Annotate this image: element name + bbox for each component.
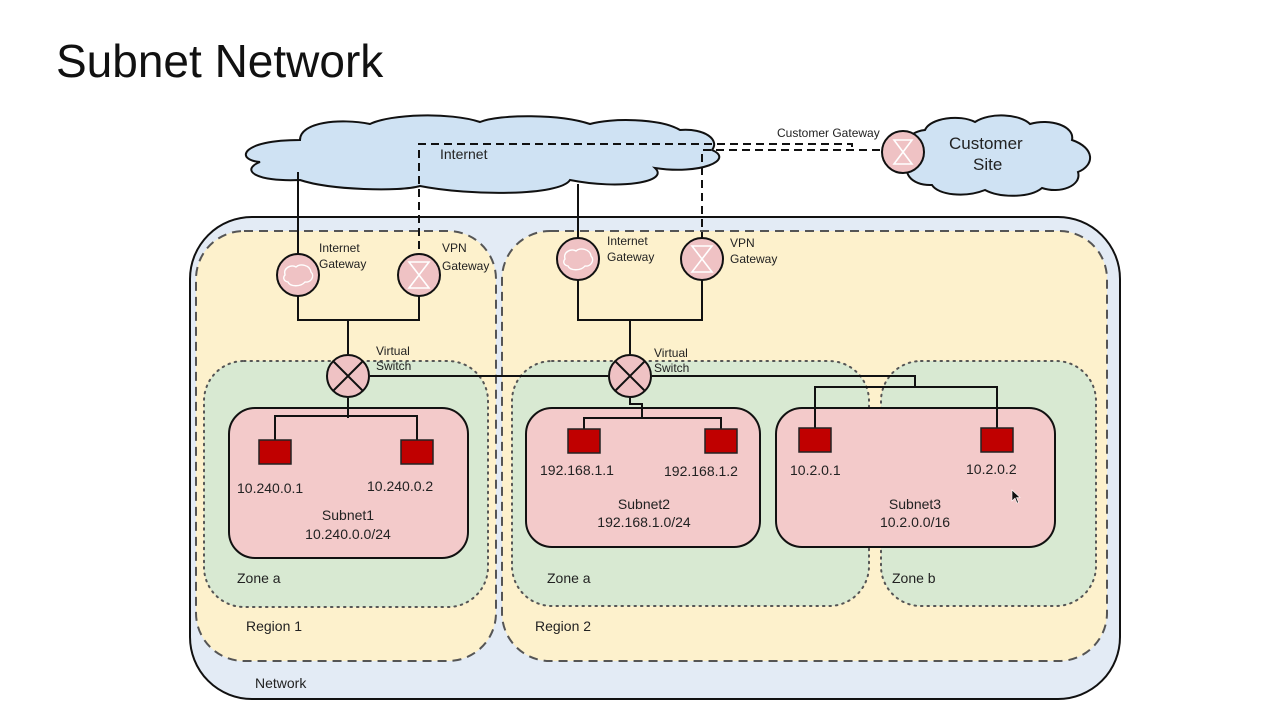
subnet-cidr: 10.2.0.0/16 <box>880 514 950 530</box>
mouse-cursor-icon <box>1011 489 1021 504</box>
host-ip-label: 192.168.1.2 <box>664 463 738 479</box>
region-2-internet-gateway-icon <box>556 237 600 281</box>
region-2-virtual-switch-label-1: Virtual <box>654 346 688 360</box>
region-1-internet-gateway-label-1: Internet <box>319 241 360 255</box>
region-1-vpn-gateway-icon <box>397 253 441 297</box>
host-ip-label: 10.2.0.1 <box>790 462 841 478</box>
internet-cloud-icon <box>244 114 721 194</box>
region-1-virtual-switch-label-2: Switch <box>376 359 411 373</box>
internet-label: Internet <box>440 146 488 162</box>
host-device-icon <box>980 427 1014 453</box>
region-1-vpn-gateway-label-2: Gateway <box>442 259 489 273</box>
subnet-cidr: 192.168.1.0/24 <box>597 514 691 530</box>
host-device-icon <box>400 439 434 465</box>
subnet-name: Subnet3 <box>889 496 941 512</box>
region-2-internet-gateway-label-1: Internet <box>607 234 648 248</box>
vpn-tunnel-lines <box>418 143 880 262</box>
host-device-icon <box>567 428 601 454</box>
region-1-internet-gateway-icon <box>276 253 320 297</box>
region-1-virtual-switch-icon <box>326 354 370 398</box>
region-2-internet-gateway-label-2: Gateway <box>607 250 654 264</box>
customer-site-cloud-icon <box>903 114 1091 197</box>
host-ip-label: 192.168.1.1 <box>540 462 614 478</box>
region-1-internet-gateway-label-2: Gateway <box>319 257 366 271</box>
subnet-name: Subnet2 <box>618 496 670 512</box>
region-2-virtual-switch-label-2: Switch <box>654 361 689 375</box>
host-ip-label: 10.2.0.2 <box>966 461 1017 477</box>
network-label: Network <box>255 675 307 691</box>
host-ip-label: 10.240.0.2 <box>367 478 433 494</box>
region-label: Region 1 <box>246 618 302 634</box>
region-2-vpn-gateway-label-2: Gateway <box>730 252 777 266</box>
zone-label: Zone b <box>892 570 936 586</box>
host-ip-label: 10.240.0.1 <box>237 480 303 496</box>
customer-site-label-2: Site <box>973 155 1002 174</box>
region-2-virtual-switch-icon <box>608 354 652 398</box>
region-2-vpn-gateway-icon <box>680 237 724 281</box>
connection-lines <box>274 172 998 440</box>
region-1-virtual-switch-label-1: Virtual <box>376 344 410 358</box>
customer-gateway-icon <box>881 130 925 174</box>
region-label: Region 2 <box>535 618 591 634</box>
customer-site-label-1: Customer <box>949 134 1023 153</box>
host-device-icon <box>258 439 292 465</box>
host-device-icon <box>704 428 738 454</box>
region-1-vpn-gateway-label-1: VPN <box>442 241 467 255</box>
customer-gateway-label: Customer Gateway <box>777 126 880 140</box>
subnet-name: Subnet1 <box>322 507 374 523</box>
slide-title: Subnet Network <box>56 35 384 87</box>
zone-label: Zone a <box>237 570 281 586</box>
region-2-vpn-gateway-label-1: VPN <box>730 236 755 250</box>
subnet-cidr: 10.240.0.0/24 <box>305 526 391 542</box>
host-device-icon <box>798 427 832 453</box>
zone-label: Zone a <box>547 570 591 586</box>
